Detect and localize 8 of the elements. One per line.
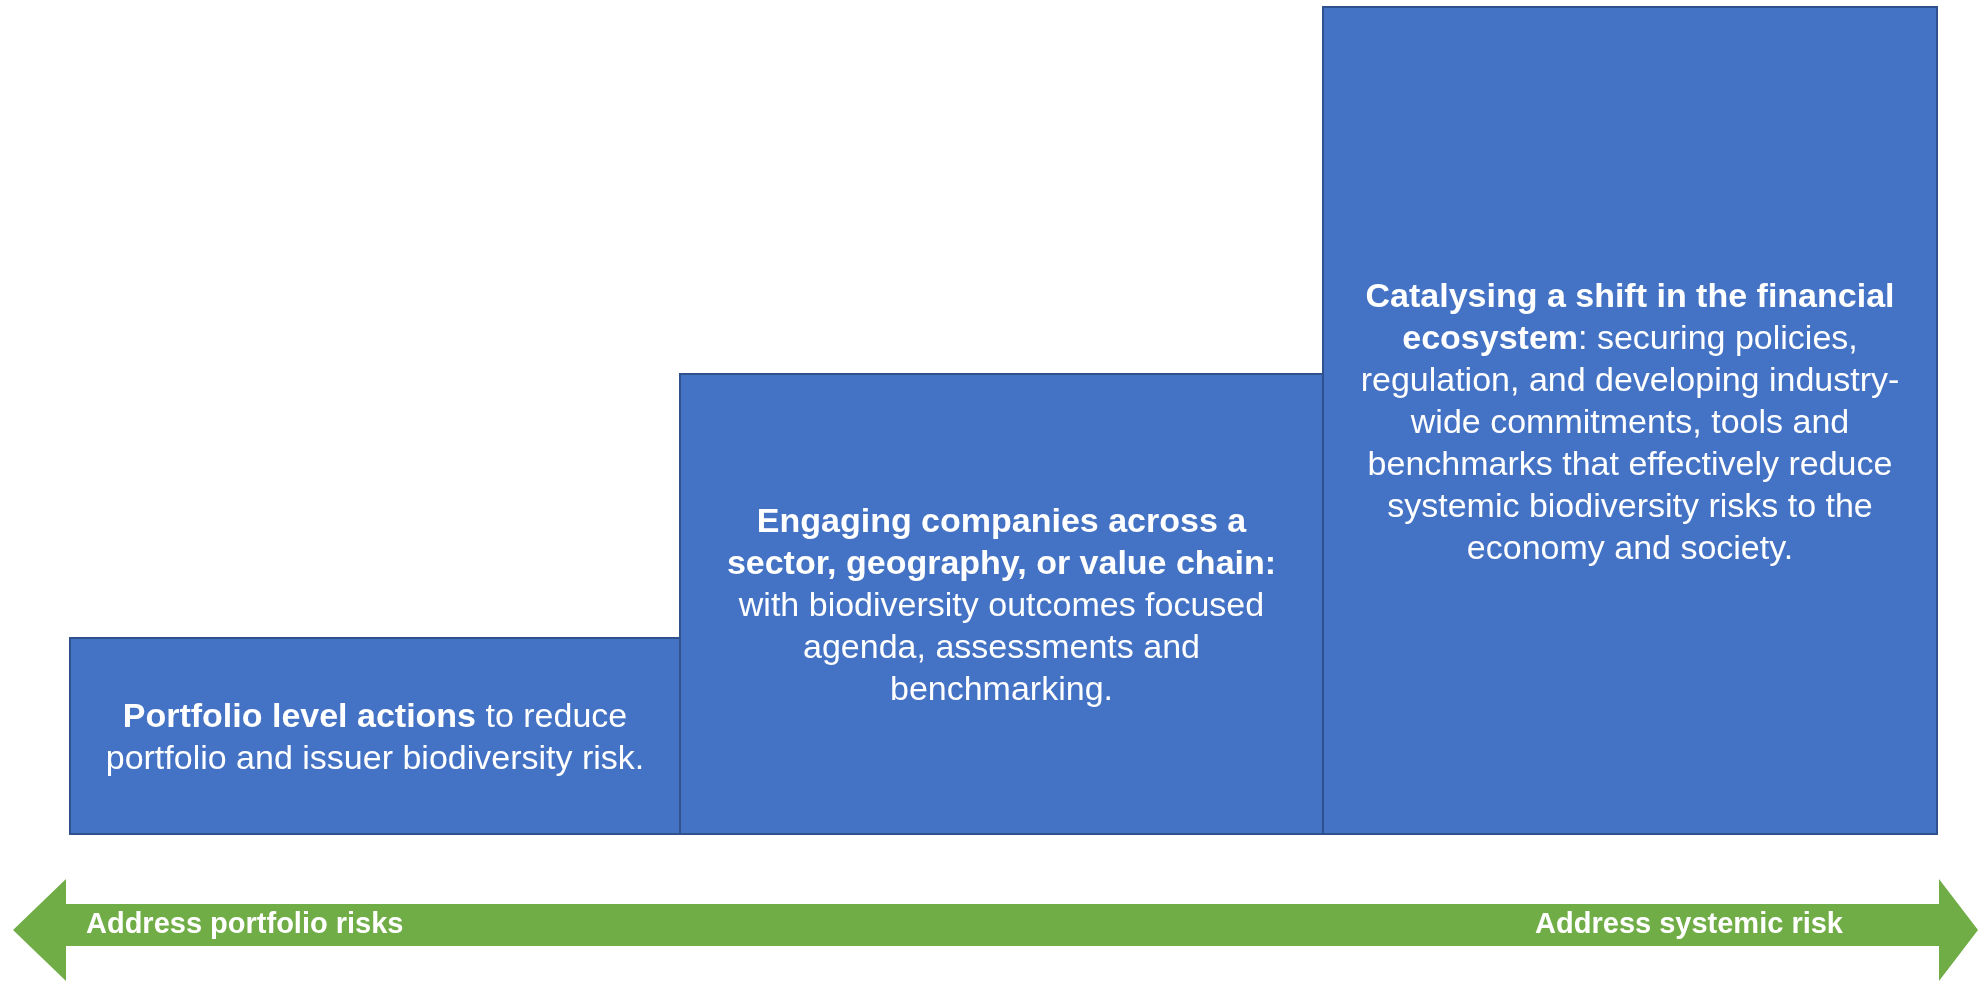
arrow-end-label: Address portfolio risks — [86, 907, 404, 940]
step-box — [679, 373, 1324, 835]
step-description: Catalysing a shift in the financial ecosystem: securing policies, regulation, and developing industry-wide commitments, tools and benchmarks that effectively reduce systemic biodiversity risks to the economy and society. — [1359, 274, 1901, 568]
step-description: Portfolio level actions to reduce portfolio and issuer biodiversity risk. — [104, 695, 646, 778]
step-box — [69, 637, 681, 835]
step-box — [1322, 6, 1938, 835]
step-description: Engaging companies across a sector, geography, or value chain: with biodiversity outcomes focused agenda, assessments and benchmarking. — [725, 500, 1278, 709]
arrow-end-label: Address systemic risk — [1535, 907, 1843, 940]
